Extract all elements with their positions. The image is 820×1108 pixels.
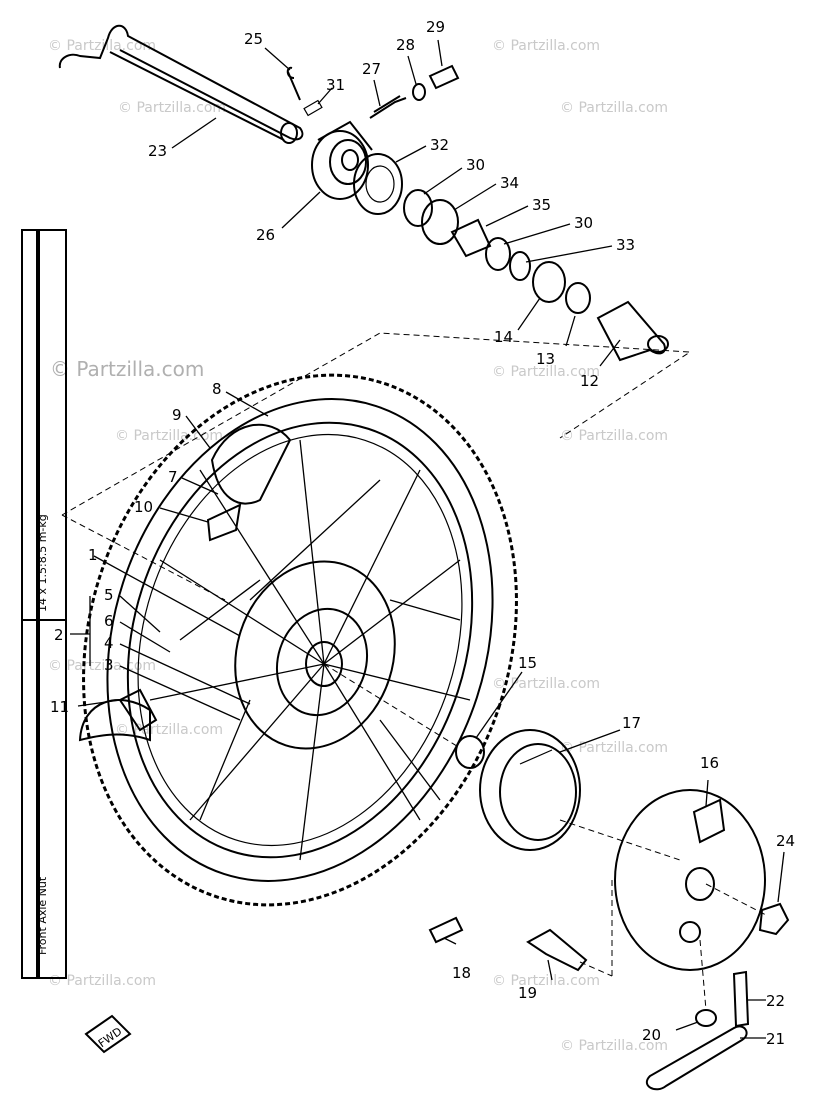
callout-34: 34 bbox=[500, 174, 519, 192]
callout-23: 23 bbox=[148, 142, 167, 160]
ring-33 bbox=[509, 251, 531, 281]
callout-11: 11 bbox=[50, 698, 69, 716]
oil-seal-32 bbox=[353, 153, 403, 215]
callout-24: 24 bbox=[776, 832, 795, 850]
bushing-29 bbox=[428, 64, 460, 90]
callout-21: 21 bbox=[766, 1030, 785, 1048]
plate-35 bbox=[450, 218, 492, 258]
callout-8: 8 bbox=[212, 380, 222, 398]
leader-lines bbox=[70, 39, 785, 1039]
watermark-10: © Partzilla.com bbox=[115, 722, 223, 738]
pin-31 bbox=[303, 99, 323, 117]
callout-13: 13 bbox=[536, 350, 555, 368]
assembly-outline-top bbox=[61, 332, 692, 516]
callout-29: 29 bbox=[426, 18, 445, 36]
assembly-outline-left bbox=[61, 514, 226, 601]
watermark-3: © Partzilla.com bbox=[492, 38, 600, 54]
circlip-30b bbox=[485, 237, 511, 271]
circlip-30a bbox=[403, 189, 433, 227]
callout-25: 25 bbox=[244, 30, 263, 48]
spring-18 bbox=[428, 916, 464, 944]
axle-nut bbox=[758, 902, 790, 936]
assembly-line-axle bbox=[323, 663, 461, 749]
watermark-9: © Partzilla.com bbox=[48, 658, 156, 674]
callout-14: 14 bbox=[494, 328, 513, 346]
watermark-13: © Partzilla.com bbox=[48, 973, 156, 989]
callout-15: 15 bbox=[518, 654, 537, 672]
callout-18: 18 bbox=[452, 964, 471, 982]
brake-shoe bbox=[479, 729, 581, 851]
cam-lever bbox=[645, 1025, 748, 1091]
callout-labels: 1 2 3 4 5 6 7 8 9 10 11 12 13 14 15 16 1… bbox=[50, 18, 795, 1048]
assembly-line-cam bbox=[579, 961, 613, 977]
watermark-4: © Partzilla.com bbox=[560, 100, 668, 116]
bearing-34 bbox=[421, 199, 459, 245]
watermark-5: © Partzilla.com bbox=[50, 357, 204, 381]
callout-35: 35 bbox=[532, 196, 551, 214]
gear-shaft-27 bbox=[369, 95, 407, 119]
callout-3: 3 bbox=[104, 656, 114, 674]
callout-1: 1 bbox=[88, 546, 98, 564]
callout-17: 17 bbox=[622, 714, 641, 732]
assembly-line-panel bbox=[559, 819, 681, 861]
callout-22: 22 bbox=[766, 992, 785, 1010]
callout-32: 32 bbox=[430, 136, 449, 154]
seal-13 bbox=[565, 282, 591, 314]
callout-10: 10 bbox=[134, 498, 153, 516]
callout-33: 33 bbox=[616, 236, 635, 254]
assembly-line-nut bbox=[705, 883, 769, 917]
washer-20 bbox=[695, 1009, 717, 1027]
callout-20: 20 bbox=[642, 1026, 661, 1044]
watermark-1: © Partzilla.com bbox=[48, 38, 156, 54]
callout-27: 27 bbox=[362, 60, 381, 78]
watermark-12: © Partzilla.com bbox=[560, 740, 668, 756]
callout-12: 12 bbox=[580, 372, 599, 390]
watermarks: © Partzilla.com © Partzilla.com © Partzi… bbox=[48, 38, 668, 1054]
callout-7: 7 bbox=[168, 468, 178, 486]
brake-panel bbox=[614, 789, 766, 971]
callout-6: 6 bbox=[104, 612, 114, 630]
callout-4: 4 bbox=[104, 634, 114, 652]
callout-30-b: 30 bbox=[574, 214, 593, 232]
callout-19: 19 bbox=[518, 984, 537, 1002]
cam-shaft-19 bbox=[526, 928, 588, 972]
callout-31: 31 bbox=[326, 76, 345, 94]
callout-26: 26 bbox=[256, 226, 275, 244]
watermark-8: © Partzilla.com bbox=[560, 428, 668, 444]
bolt-22 bbox=[732, 970, 750, 1028]
cotter-pin bbox=[286, 66, 301, 101]
callout-2: 2 bbox=[54, 626, 64, 644]
callout-28: 28 bbox=[396, 36, 415, 54]
torque-spec-bar: 14 x 1.5:8.5 m-kg Front Axle Nut bbox=[21, 229, 67, 979]
watermark-11: © Partzilla.com bbox=[492, 676, 600, 692]
callout-5: 5 bbox=[104, 586, 114, 604]
watermark-6: © Partzilla.com bbox=[115, 428, 223, 444]
bearing-15 bbox=[455, 735, 485, 769]
watermark-14: © Partzilla.com bbox=[492, 973, 600, 989]
callout-9: 9 bbox=[172, 406, 182, 424]
watermark-2: © Partzilla.com bbox=[118, 100, 226, 116]
watermark-7: © Partzilla.com bbox=[492, 364, 600, 380]
wheel-assembly bbox=[78, 373, 518, 907]
forward-arrow: FWD bbox=[84, 1014, 132, 1054]
assembly-line-washer bbox=[699, 939, 707, 1011]
watermark-15: © Partzilla.com bbox=[560, 1038, 668, 1054]
callout-30-a: 30 bbox=[466, 156, 485, 174]
axle-shaft bbox=[58, 24, 304, 144]
torque-spec-text: 14 x 1.5:8.5 m-kg bbox=[36, 514, 49, 612]
front-axle-nut-text: Front Axle Nut bbox=[36, 876, 49, 955]
callout-16: 16 bbox=[700, 754, 719, 772]
speedometer-gear-unit bbox=[311, 120, 373, 200]
bearing-14 bbox=[532, 261, 566, 303]
washer-28 bbox=[412, 83, 426, 101]
